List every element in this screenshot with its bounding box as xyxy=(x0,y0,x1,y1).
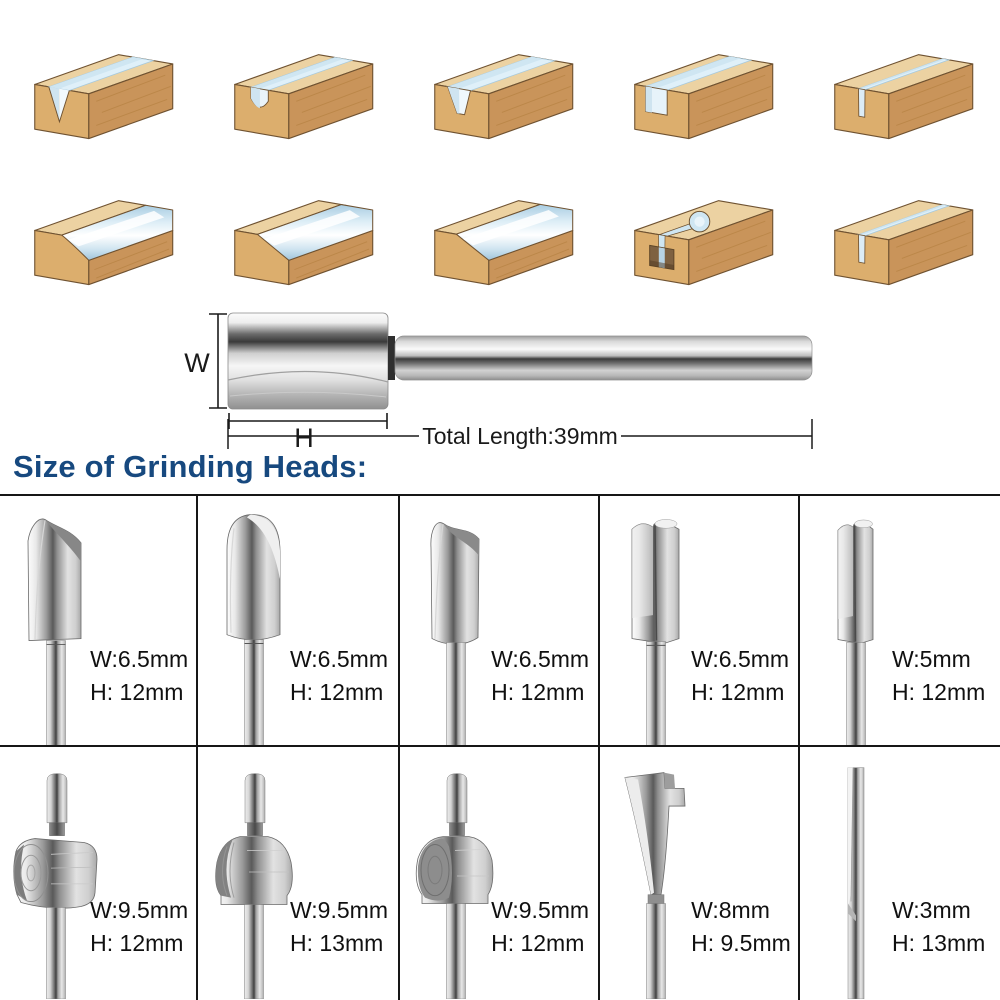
pilot-round2-bit-illustration xyxy=(415,773,494,999)
bit-height-label: H: 9.5mm xyxy=(691,929,791,956)
bit-height-label: H: 13mm xyxy=(290,929,384,956)
bit-height-label: H: 12mm xyxy=(491,929,585,956)
pilot-round-bit-illustration xyxy=(215,773,293,999)
grid-cell-r2c1: W:9.5mm H: 12mm xyxy=(0,747,198,1000)
wide-round-edge-block-icon xyxy=(400,176,600,298)
bit-dimension-labels: W:6.5mm H: 12mm xyxy=(90,643,188,708)
bit-width-label: W:3mm xyxy=(892,897,971,923)
h-dimension-line xyxy=(228,413,388,429)
round-edge-block-icon xyxy=(0,176,200,298)
w-dimension-line xyxy=(209,313,227,409)
bit-width-label: W:6.5mm xyxy=(691,646,790,672)
grid-cell-r1c5: W:5mm H: 12mm xyxy=(800,496,1000,747)
grid-cell-r2c3: W:9.5mm H: 12mm xyxy=(400,747,600,1000)
bit-width-label: W:9.5mm xyxy=(491,897,590,923)
bit-dimension-labels: W:8mm H: 9.5mm xyxy=(691,894,791,959)
scoop-bit-illustration xyxy=(430,522,480,745)
bit-dimension-labels: W:6.5mm H: 12mm xyxy=(491,643,589,708)
bit-width-label: W:6.5mm xyxy=(90,646,189,672)
stepped-round-edge-block-icon xyxy=(200,176,400,298)
thin-slot-block-icon xyxy=(800,176,1000,298)
bit-width-label: W:9.5mm xyxy=(90,897,189,923)
bit-shank-illustration xyxy=(394,335,813,381)
grid-cell-r2c4: W:8mm H: 9.5mm xyxy=(600,747,800,1000)
total-length-dimension-line xyxy=(227,419,813,449)
w-dimension-label: W xyxy=(184,348,210,378)
bit-height-label: H: 12mm xyxy=(892,678,986,705)
bit-dimension-labels: W:5mm H: 12mm xyxy=(892,643,985,708)
dome-bit-illustration xyxy=(226,514,281,745)
bit-height-label: H: 12mm xyxy=(90,678,184,705)
router-bit-dimension-diagram: W H Total Length:39mm xyxy=(184,312,813,450)
round-groove-block-icon xyxy=(200,30,400,152)
bit-height-label: H: 12mm xyxy=(691,678,785,705)
bit-height-label: H: 12mm xyxy=(90,929,184,956)
bit-width-label: W:9.5mm xyxy=(290,897,388,923)
section-heading: Size of Grinding Heads: xyxy=(13,449,368,484)
cut-profile-row-2 xyxy=(0,176,1000,298)
keyhole-bit-bit-illustration xyxy=(624,772,686,999)
bit-height-label: H: 13mm xyxy=(892,929,986,956)
straight-narrow-bit-illustration xyxy=(837,519,874,745)
thin-slot-block-icon xyxy=(800,30,1000,152)
grid-cell-r2c2: W:9.5mm H: 13mm xyxy=(198,747,400,1000)
v-groove-block-icon xyxy=(0,30,200,152)
square-channel-block-icon xyxy=(600,30,800,152)
cut-profile-row-1 xyxy=(0,30,1000,152)
grid-cell-r1c2: W:6.5mm H: 12mm xyxy=(198,496,400,747)
bit-width-label: W:8mm xyxy=(691,897,770,923)
bit-dimension-labels: W:6.5mm H: 12mm xyxy=(691,643,789,708)
grid-cell-r1c4: W:6.5mm H: 12mm xyxy=(600,496,800,747)
grid-cell-r1c1: W:6.5mm H: 12mm xyxy=(0,496,198,747)
size-grid: W:6.5mm H: 12mm W:6.5mm H: 12mm W:6.5mm H: 12… xyxy=(0,494,1000,1000)
pilot-flat-bit-illustration xyxy=(13,773,98,999)
keyhole-block-icon xyxy=(600,176,800,298)
bit-height-label: H: 12mm xyxy=(491,678,585,705)
bit-width-label: W:6.5mm xyxy=(290,646,388,672)
straight-double-bit-illustration xyxy=(631,519,680,745)
bit-width-label: W:6.5mm xyxy=(491,646,590,672)
bit-dimension-labels: W:6.5mm H: 12mm xyxy=(290,643,388,708)
bit-dimension-labels: W:9.5mm H: 13mm xyxy=(290,894,388,959)
bit-height-label: H: 12mm xyxy=(290,678,384,705)
bevel-bit-illustration xyxy=(27,518,82,745)
bit-dimension-labels: W:9.5mm H: 12mm xyxy=(90,894,188,959)
grid-cell-r1c3: W:6.5mm H: 12mm xyxy=(400,496,600,747)
thin-blade-bit-illustration xyxy=(847,767,865,999)
bit-dimension-labels: W:3mm H: 13mm xyxy=(892,894,985,959)
bit-collar xyxy=(388,336,395,380)
bit-dimension-labels: W:9.5mm H: 12mm xyxy=(491,894,589,959)
total-length-label: Total Length:39mm xyxy=(422,423,618,449)
bit-width-label: W:5mm xyxy=(892,646,971,672)
grid-cell-r2c5: W:3mm H: 13mm xyxy=(800,747,1000,1000)
flat-v-groove-block-icon xyxy=(400,30,600,152)
